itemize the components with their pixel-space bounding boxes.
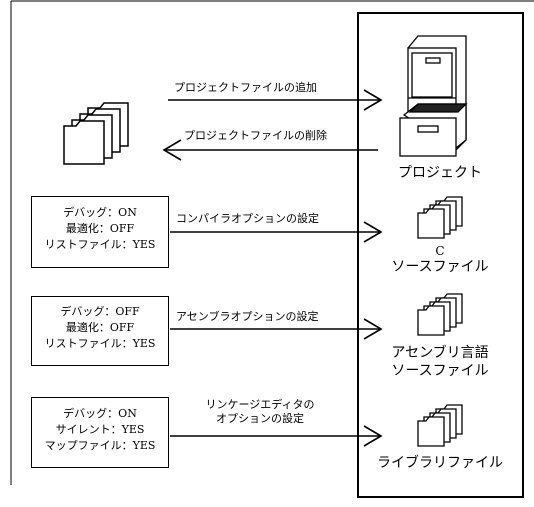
compiler-setting-listfile: リストファイル：YES (44, 238, 156, 251)
assembler-setting-listfile: リストファイル：YES (44, 337, 156, 350)
project-files-icon (63, 102, 129, 165)
assembler-settings-box: デバッグ：OFF 最適化：OFF リストファイル：YES (31, 296, 169, 366)
asm-source-label: アセンブリ言語 ソースファイル (360, 345, 520, 380)
compiler-options-label: コンパイラオプションの設定 (176, 212, 319, 225)
compiler-options-arrow (170, 221, 383, 243)
assembly-source-files-icon (417, 293, 463, 336)
c-source-label-line2: ソースファイル (391, 259, 489, 275)
linker-settings-box: デバッグ：ON サイレント：YES マップファイル：YES (31, 397, 169, 468)
assembler-options-arrow (170, 318, 383, 340)
linkage-editor-label-line2: オプションの設定 (216, 411, 304, 425)
linker-setting-debug: デバッグ：ON (63, 407, 137, 420)
c-source-files-icon (417, 196, 463, 239)
project-label: プロジェクト (398, 165, 482, 181)
asm-source-label-line1: アセンブリ言語 (391, 345, 489, 361)
filing-cabinet-icon (399, 35, 468, 157)
add-file-arrow (168, 89, 383, 111)
compiler-setting-debug: デバッグ：ON (63, 206, 137, 219)
c-source-label: C ソースファイル (360, 244, 520, 277)
assembler-options-label: アセンブラオプションの設定 (176, 310, 319, 323)
linker-setting-mapfile: マップファイル：YES (44, 439, 156, 452)
assembler-setting-debug: デバッグ：OFF (60, 305, 140, 318)
project-panel (357, 12, 524, 498)
library-label: ライブラリファイル (377, 455, 503, 471)
linkage-editor-options-arrow (170, 425, 383, 447)
linker-setting-silent: サイレント：YES (55, 423, 145, 436)
assembler-setting-optimize: 最適化：OFF (65, 321, 135, 334)
library-files-icon (417, 404, 463, 447)
add-file-label: プロジェクトファイルの追加 (174, 81, 317, 94)
remove-file-arrow (162, 139, 378, 161)
c-source-label-line1: C (435, 244, 445, 258)
remove-file-label: プロジェクトファイルの削除 (184, 129, 327, 142)
compiler-settings-box: デバッグ：ON 最適化：OFF リストファイル：YES (31, 196, 169, 268)
linkage-editor-label: リンケージエディタの オプションの設定 (190, 398, 330, 426)
compiler-setting-optimize: 最適化：OFF (65, 222, 135, 235)
asm-source-label-line2: ソースファイル (391, 362, 489, 379)
linkage-editor-label-line1: リンケージエディタの (205, 398, 315, 411)
